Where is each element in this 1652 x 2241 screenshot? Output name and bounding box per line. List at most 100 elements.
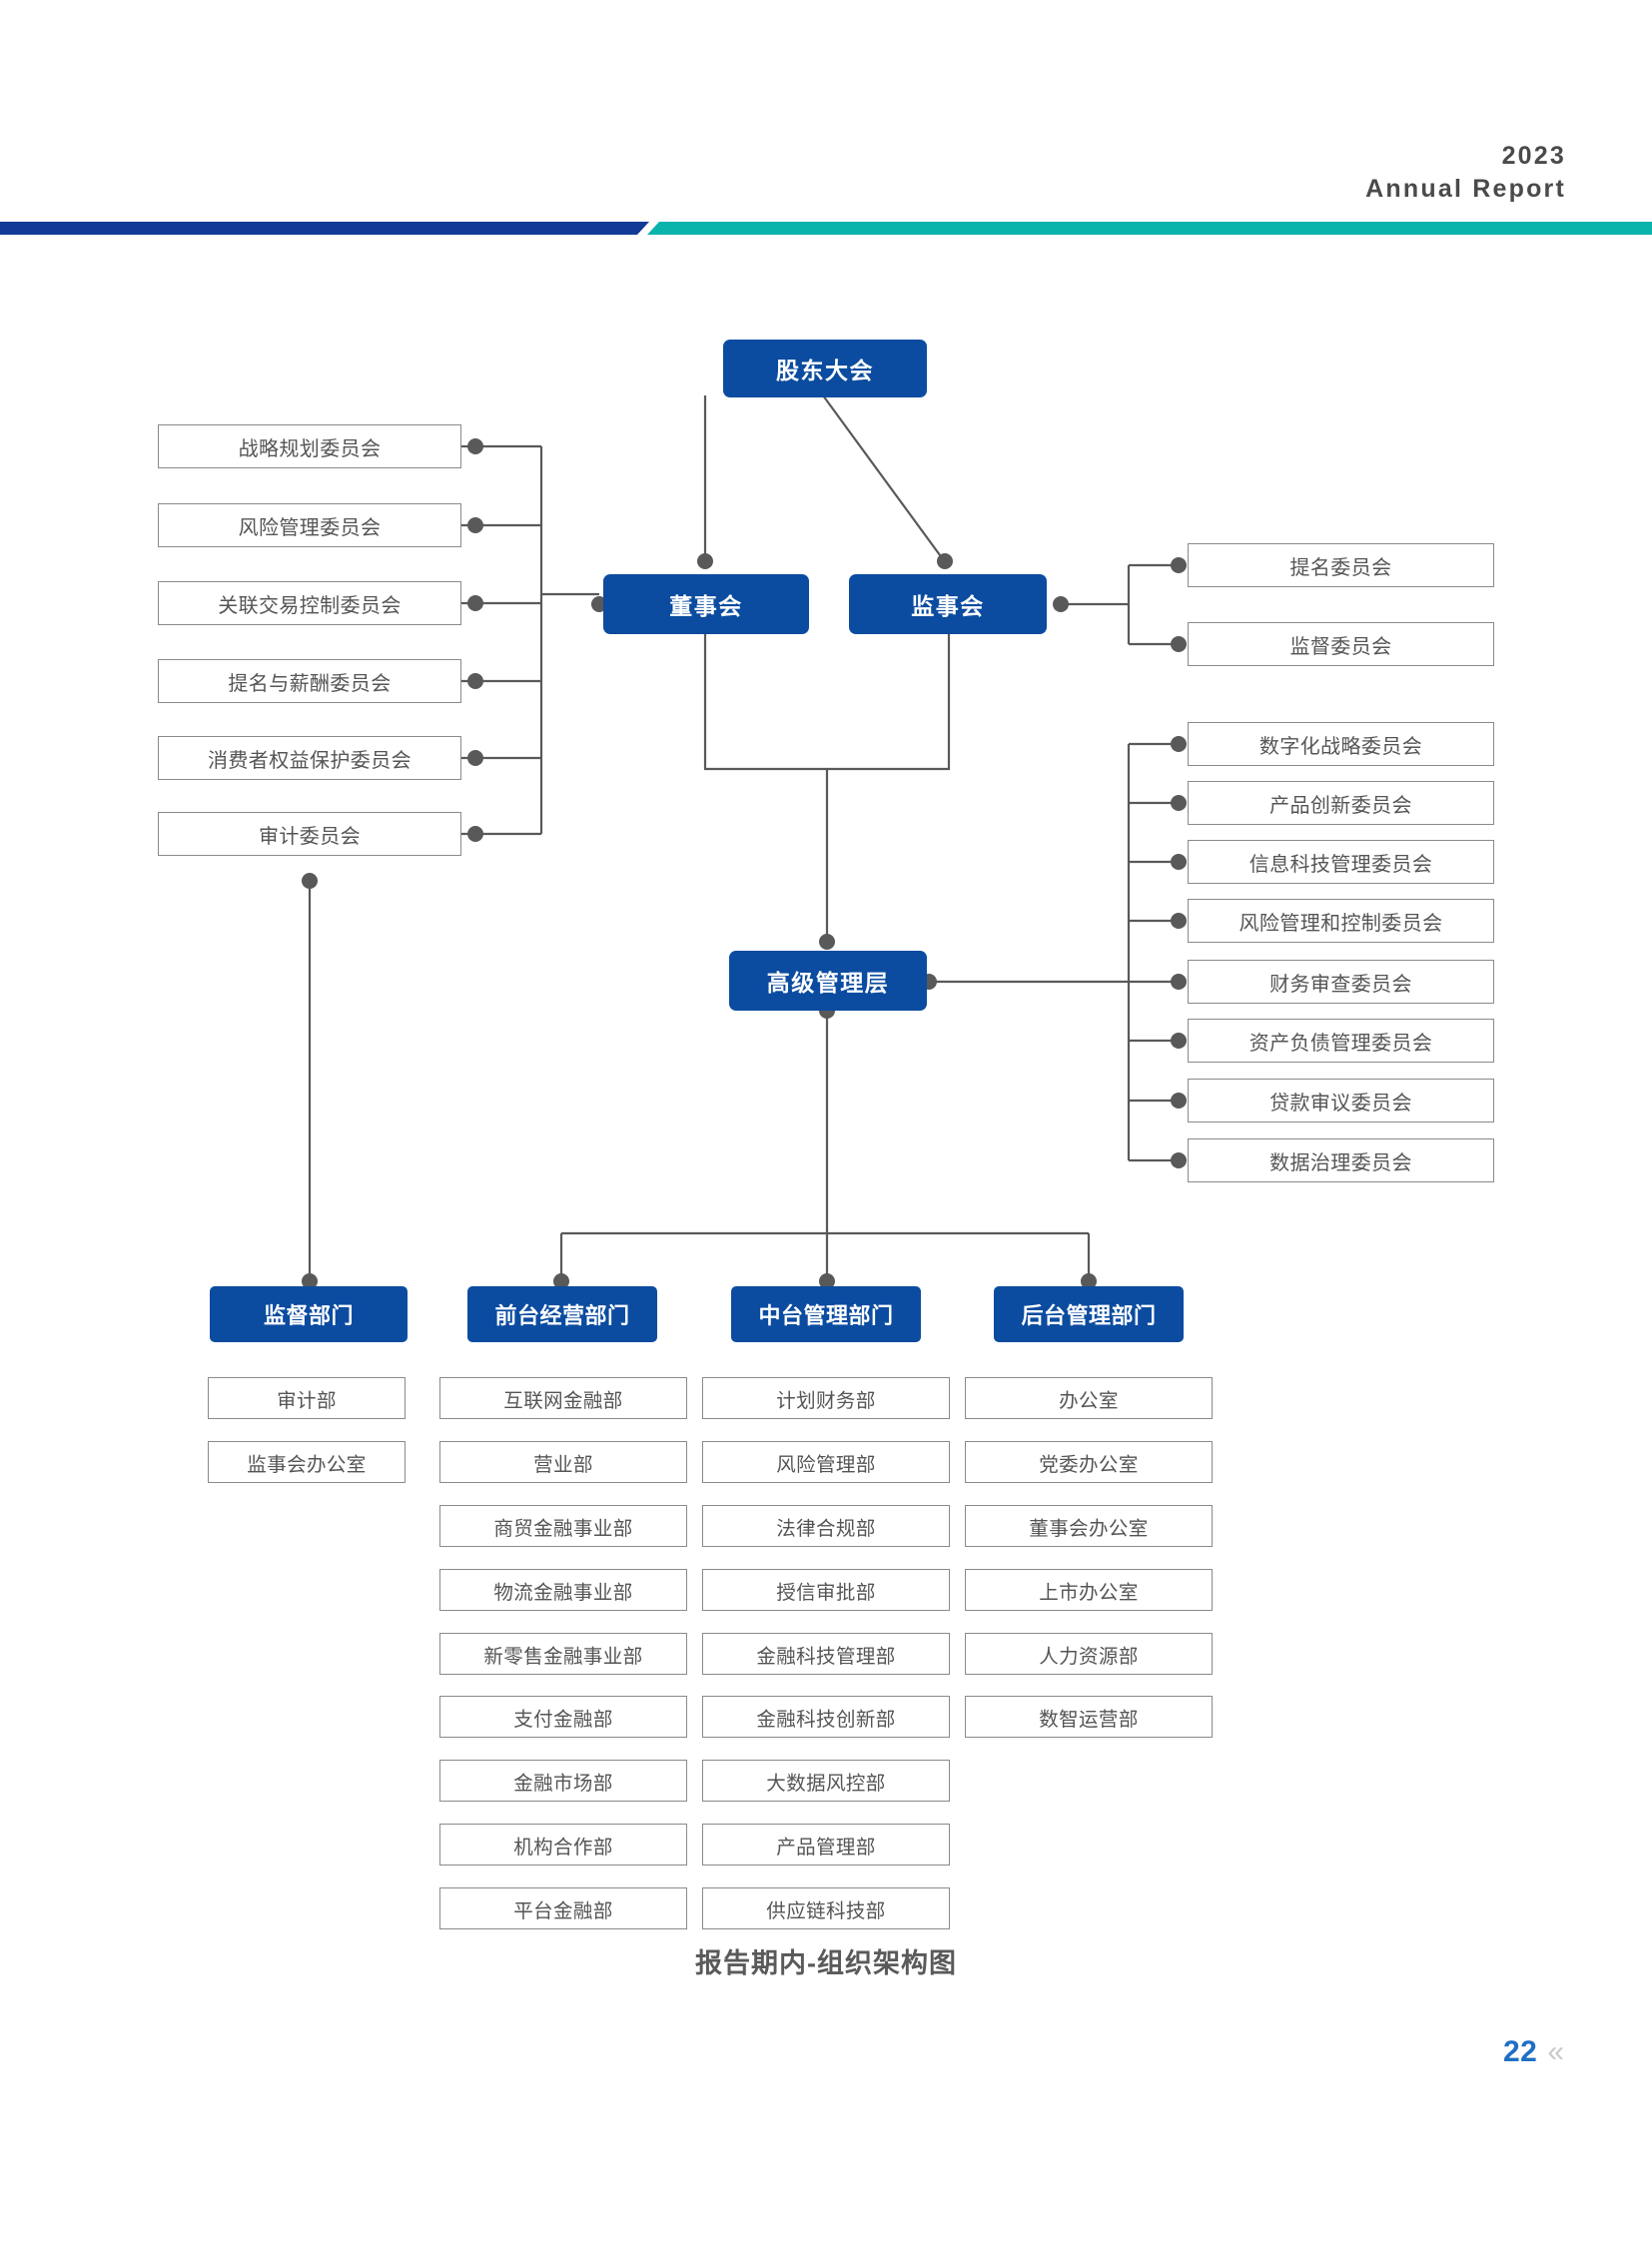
sub-department-financial-markets[interactable]: 金融市场部	[439, 1760, 687, 1802]
sub-department-legal-compliance[interactable]: 法律合规部	[702, 1505, 950, 1547]
committee-data-governance[interactable]: 数据治理委员会	[1188, 1138, 1494, 1182]
sub-department-label: 法律合规部	[776, 1517, 876, 1540]
sub-department-platform-finance[interactable]: 平台金融部	[439, 1887, 687, 1929]
sub-department-label: 大数据风控部	[766, 1772, 886, 1795]
committee-asset-liability-management[interactable]: 资产负债管理委员会	[1188, 1019, 1494, 1063]
sub-department-label: 授信审批部	[776, 1581, 876, 1604]
sub-department-label: 机构合作部	[513, 1836, 613, 1859]
page-number: 22	[1502, 2035, 1538, 2068]
sub-department-label: 产品管理部	[776, 1836, 876, 1859]
committee-label: 监督委员会	[1289, 635, 1392, 658]
sub-department-party-committee-office[interactable]: 党委办公室	[965, 1441, 1213, 1483]
sub-department-human-resources[interactable]: 人力资源部	[965, 1633, 1213, 1675]
committee-nomination-and-remuneration[interactable]: 提名与薪酬委员会	[158, 659, 461, 703]
committee-label: 关联交易控制委员会	[218, 594, 402, 617]
sub-department-label: 金融市场部	[513, 1772, 613, 1795]
committee-label: 数据治理委员会	[1269, 1151, 1412, 1174]
node-shareholders-meeting[interactable]: 股东大会	[723, 340, 927, 397]
sub-department-label: 新零售金融事业部	[483, 1645, 643, 1668]
sub-department-label: 商贸金融事业部	[493, 1517, 633, 1540]
department-label: 后台管理部门	[1021, 1303, 1157, 1328]
sub-department-business[interactable]: 营业部	[439, 1441, 687, 1483]
department-label: 前台经营部门	[494, 1303, 630, 1328]
report-header: 2023 Annual Report	[1365, 140, 1566, 205]
sub-department-digital-intelligent-operations[interactable]: 数智运营部	[965, 1696, 1213, 1738]
sub-department-label: 互联网金融部	[503, 1389, 623, 1412]
department-middle-office[interactable]: 中台管理部门	[731, 1286, 921, 1342]
sub-department-product-management[interactable]: 产品管理部	[702, 1824, 950, 1866]
sub-department-institutional-cooperation[interactable]: 机构合作部	[439, 1824, 687, 1866]
committee-label: 提名委员会	[1289, 556, 1392, 579]
node-label: 股东大会	[776, 358, 874, 383]
node-board-of-supervisors[interactable]: 监事会	[849, 574, 1047, 634]
sub-department-board-office[interactable]: 董事会办公室	[965, 1505, 1213, 1547]
committee-label: 风险管理和控制委员会	[1239, 912, 1443, 935]
sub-department-label: 支付金融部	[513, 1708, 613, 1731]
sub-department-label: 审计部	[277, 1389, 337, 1412]
committee-strategic-planning[interactable]: 战略规划委员会	[158, 424, 461, 468]
committee-label: 财务审查委员会	[1269, 973, 1412, 996]
committee-financial-review[interactable]: 财务审查委员会	[1188, 960, 1494, 1004]
node-label: 董事会	[669, 593, 743, 619]
committee-related-party-transaction-control[interactable]: 关联交易控制委员会	[158, 581, 461, 625]
node-senior-management[interactable]: 高级管理层	[729, 951, 927, 1011]
sub-department-internet-finance[interactable]: 互联网金融部	[439, 1377, 687, 1419]
committee-label: 消费者权益保护委员会	[208, 749, 412, 772]
committee-loan-review[interactable]: 贷款审议委员会	[1188, 1079, 1494, 1122]
sub-department-label: 监事会办公室	[247, 1453, 367, 1476]
committee-it-management[interactable]: 信息科技管理委员会	[1188, 840, 1494, 884]
sub-department-planning-finance[interactable]: 计划财务部	[702, 1377, 950, 1419]
node-label: 监事会	[911, 593, 985, 619]
sub-department-logistics-finance-division[interactable]: 物流金融事业部	[439, 1569, 687, 1611]
committee-label: 资产负债管理委员会	[1248, 1032, 1433, 1055]
sub-department-credit-approval[interactable]: 授信审批部	[702, 1569, 950, 1611]
sub-department-label: 计划财务部	[776, 1389, 876, 1412]
committee-consumer-rights-protection[interactable]: 消费者权益保护委员会	[158, 736, 461, 780]
report-title: Annual Report	[1365, 174, 1566, 203]
sub-department-trade-finance-division[interactable]: 商贸金融事业部	[439, 1505, 687, 1547]
chart-caption: 报告期内-组织架构图	[695, 1948, 957, 1978]
committee-label: 贷款审议委员会	[1269, 1092, 1412, 1115]
department-back-office[interactable]: 后台管理部门	[994, 1286, 1184, 1342]
committee-label: 提名与薪酬委员会	[228, 672, 392, 695]
sub-department-label: 上市办公室	[1039, 1581, 1139, 1604]
committee-nomination[interactable]: 提名委员会	[1188, 543, 1494, 587]
committee-digital-strategy[interactable]: 数字化战略委员会	[1188, 722, 1494, 766]
department-front-office[interactable]: 前台经营部门	[467, 1286, 657, 1342]
report-year: 2023	[1501, 142, 1566, 170]
sub-department-general-office[interactable]: 办公室	[965, 1377, 1213, 1419]
sub-department-label: 数智运营部	[1039, 1708, 1139, 1731]
committee-risk-management-and-control[interactable]: 风险管理和控制委员会	[1188, 899, 1494, 943]
node-label: 高级管理层	[766, 970, 890, 996]
sub-department-ipo-office[interactable]: 上市办公室	[965, 1569, 1213, 1611]
committee-label: 信息科技管理委员会	[1248, 853, 1433, 876]
sub-department-supervisory-board-office[interactable]: 监事会办公室	[208, 1441, 406, 1483]
department-label: 中台管理部门	[758, 1303, 894, 1328]
header-divider-rule	[0, 222, 1652, 235]
sub-department-big-data-risk-control[interactable]: 大数据风控部	[702, 1760, 950, 1802]
sub-department-label: 党委办公室	[1039, 1453, 1139, 1476]
committee-label: 审计委员会	[259, 825, 361, 848]
committee-label: 产品创新委员会	[1269, 794, 1412, 817]
sub-department-label: 办公室	[1059, 1389, 1119, 1412]
committee-risk-management[interactable]: 风险管理委员会	[158, 503, 461, 547]
committee-audit[interactable]: 审计委员会	[158, 812, 461, 856]
sub-department-label: 营业部	[533, 1453, 593, 1476]
sub-department-supply-chain-technology[interactable]: 供应链科技部	[702, 1887, 950, 1929]
sub-department-label: 供应链科技部	[766, 1899, 886, 1922]
sub-department-fintech-management[interactable]: 金融科技管理部	[702, 1633, 950, 1675]
node-board-of-directors[interactable]: 董事会	[603, 574, 809, 634]
sub-department-risk-management[interactable]: 风险管理部	[702, 1441, 950, 1483]
committee-label: 战略规划委员会	[238, 437, 382, 460]
sub-department-audit[interactable]: 审计部	[208, 1377, 406, 1419]
sub-department-payment-finance[interactable]: 支付金融部	[439, 1696, 687, 1738]
sub-department-fintech-innovation[interactable]: 金融科技创新部	[702, 1696, 950, 1738]
department-label: 监督部门	[263, 1303, 354, 1328]
committee-supervision[interactable]: 监督委员会	[1188, 622, 1494, 666]
sub-department-label: 金融科技创新部	[756, 1708, 896, 1731]
department-supervision[interactable]: 监督部门	[210, 1286, 408, 1342]
sub-department-new-retail-finance-division[interactable]: 新零售金融事业部	[439, 1633, 687, 1675]
committee-product-innovation[interactable]: 产品创新委员会	[1188, 781, 1494, 825]
sub-department-label: 物流金融事业部	[493, 1581, 633, 1604]
